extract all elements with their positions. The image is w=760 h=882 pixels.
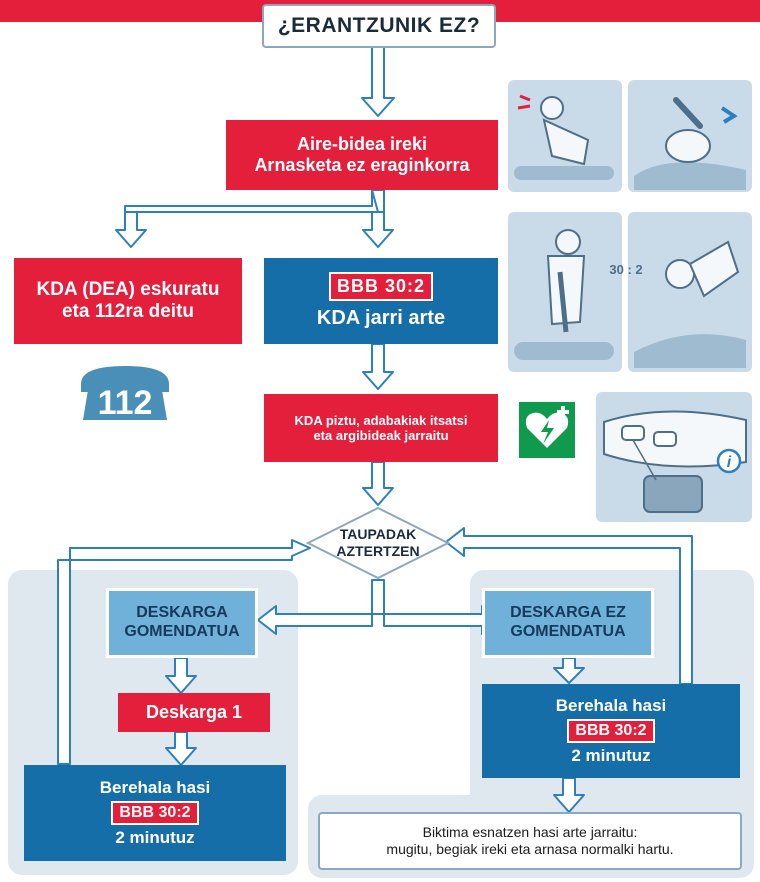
shock-not-advised-line2: GOMENDATUA	[510, 623, 626, 640]
resume-right-line1: Berehala hasi	[555, 695, 667, 715]
continue-note-line2: mugitu, begiak ireki eta arnasa normalki…	[386, 841, 674, 857]
analyse-line1: TAUPADAK	[339, 526, 417, 543]
shock-not-advised-box: DESKARGA EZ GOMENDATUA	[482, 588, 654, 658]
get-aed-line1: KDA (DEA) eskuratu	[36, 278, 220, 300]
aed-on-line2: eta argibideak jarraitu	[313, 428, 449, 443]
cpr-until-aed-box: BBB 30:2 KDA jarri arte	[264, 258, 498, 344]
analyse-label: TAUPADAK AZTERTZEN	[322, 522, 434, 564]
aed-heart-icon	[519, 402, 575, 458]
resume-right-badge: BBB 30:2	[567, 718, 655, 744]
shock-label: Deskarga 1	[145, 701, 243, 722]
airway-line2: Arnasketa ez eraginkorra	[254, 155, 470, 175]
resume-cpr-left-box: Berehala hasi BBB 30:2 2 minutuz	[24, 765, 286, 861]
illustration-aed-pads	[596, 392, 752, 522]
illustration-compressions	[508, 212, 622, 372]
aed-on-box: KDA piztu, adabakiak itsatsi eta argibid…	[264, 394, 498, 462]
shock-not-advised-line1: DESKARGA EZ	[510, 604, 626, 622]
shock-box: Deskarga 1	[118, 693, 270, 732]
phone-112-text: 112	[98, 384, 153, 422]
illustration-ratio-label: 30 : 2	[609, 262, 643, 277]
continue-note-line1: Biktima esnatzen hasi arte jarraitu:	[422, 824, 638, 841]
airway-box: Aire-bidea ireki Arnasketa ez eraginkorr…	[226, 120, 498, 190]
analyse-diamond	[306, 506, 450, 580]
analyse-line2: AZTERTZEN	[336, 543, 420, 559]
illustration-shout-tap	[508, 80, 622, 192]
cpr-badge: BBB 30:2	[328, 271, 434, 301]
illustration-open-airway	[628, 80, 752, 192]
continue-note-box: Biktima esnatzen hasi arte jarraitu: mug…	[318, 812, 742, 870]
aed-on-line1: KDA piztu, adabakiak itsatsi	[294, 412, 468, 428]
resume-cpr-right-box: Berehala hasi BBB 30:2 2 minutuz	[482, 684, 740, 778]
shock-advised-line1: DESKARGA	[136, 604, 228, 622]
resume-left-badge: BBB 30:2	[111, 800, 199, 826]
resume-left-line1: Berehala hasi	[99, 777, 211, 797]
shock-advised-line2: GOMENDATUA	[124, 623, 240, 640]
get-aed-line2: eta 112ra deitu	[61, 301, 195, 322]
resume-left-line3: 2 minutuz	[115, 828, 195, 848]
page-title: ¿ERANTZUNIK EZ?	[277, 13, 481, 37]
info-icon: i	[716, 448, 742, 474]
resume-right-line3: 2 minutuz	[571, 746, 651, 766]
airway-line1: Aire-bidea ireki	[296, 133, 428, 154]
illustration-rescue-breaths	[628, 212, 752, 372]
get-aed-box: KDA (DEA) eskuratu eta 112ra deitu	[14, 258, 242, 344]
cpr-until-aed-line2: KDA jarri arte	[316, 306, 446, 329]
title-box: ¿ERANTZUNIK EZ?	[262, 4, 496, 48]
phone-112-icon: 112	[81, 366, 169, 422]
info-icon-label: i	[727, 454, 732, 471]
shock-advised-box: DESKARGA GOMENDATUA	[106, 588, 258, 658]
